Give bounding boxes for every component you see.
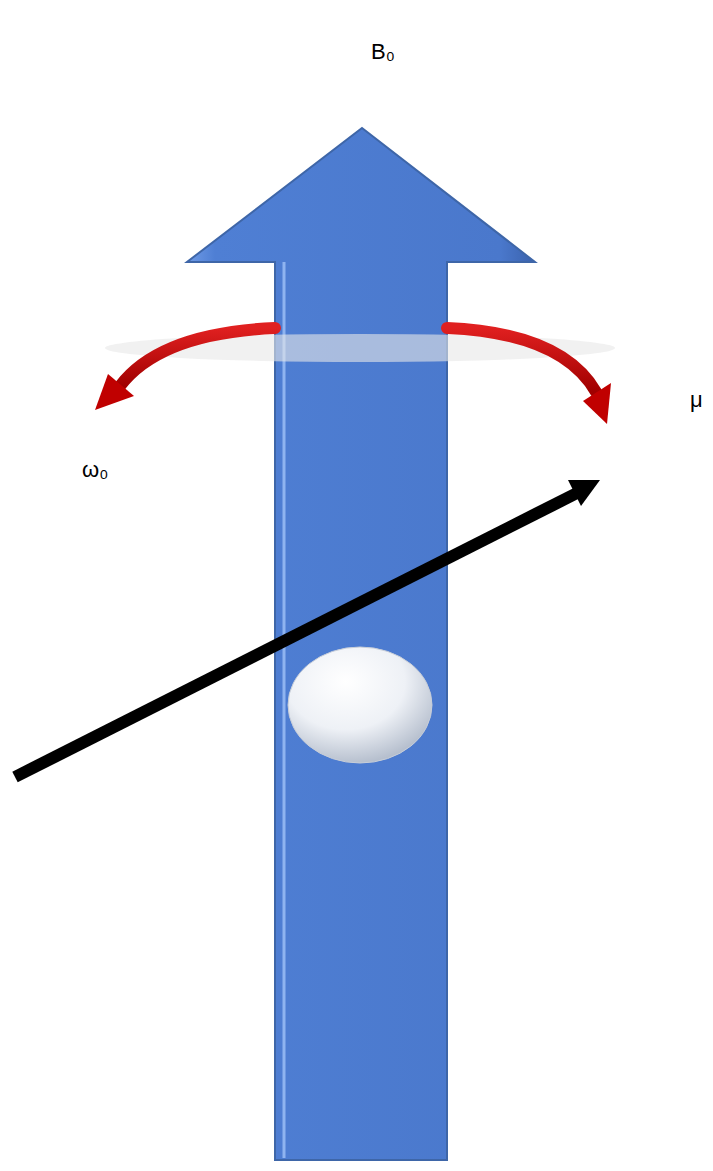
moment-arrow-head bbox=[568, 480, 600, 506]
field-arrow-shape bbox=[187, 128, 535, 1160]
precession-arc-left bbox=[120, 328, 275, 386]
precession-arrow bbox=[95, 328, 615, 424]
moment-label: μ bbox=[690, 387, 703, 413]
moment-arrow-shaft bbox=[15, 493, 577, 777]
nucleus-sphere bbox=[288, 647, 432, 763]
frequency-label: ω₀ bbox=[82, 457, 108, 483]
field-label: B₀ bbox=[371, 39, 395, 65]
precession-arc-right bbox=[447, 328, 596, 392]
precession-head-right bbox=[583, 383, 611, 424]
field-arrow bbox=[187, 128, 535, 1160]
precession-head-left bbox=[95, 374, 134, 410]
moment-arrow bbox=[15, 480, 600, 777]
field-arrow-highlight bbox=[283, 262, 286, 1158]
